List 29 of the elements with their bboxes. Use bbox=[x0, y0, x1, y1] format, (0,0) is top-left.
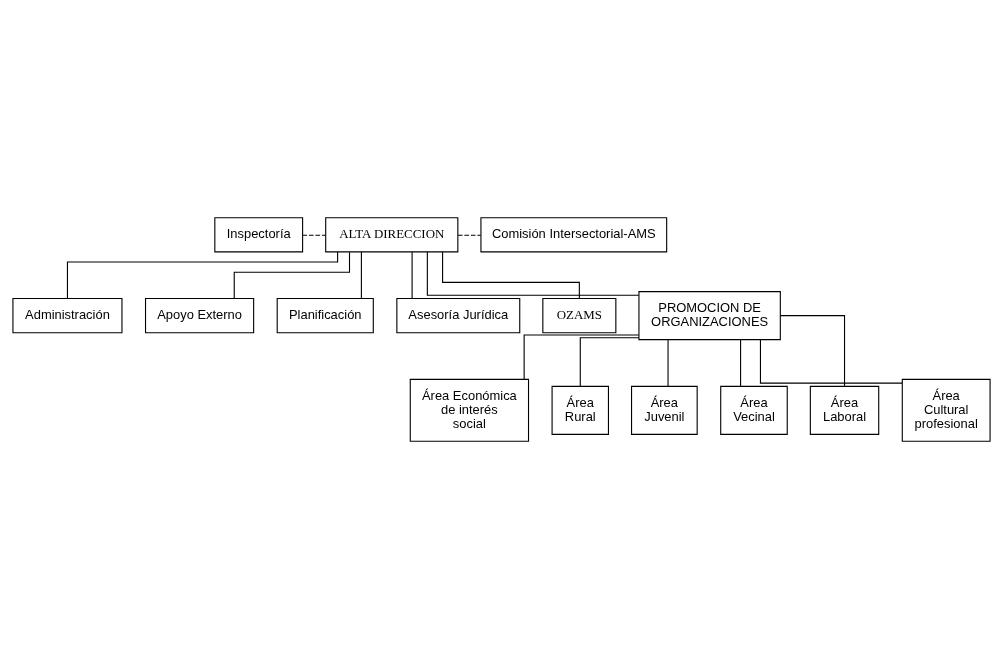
node-box: OZAMS bbox=[542, 298, 617, 334]
connector bbox=[523, 334, 640, 380]
connector bbox=[667, 339, 669, 387]
node-box: Apoyo Externo bbox=[144, 298, 255, 334]
connector bbox=[426, 251, 640, 296]
node-box: Área Económica de interés social bbox=[409, 378, 530, 442]
connector bbox=[442, 251, 580, 299]
node-box: Administración bbox=[12, 298, 123, 334]
connector bbox=[360, 251, 362, 300]
node-box: Inspectoría bbox=[214, 217, 304, 253]
node-box: Área Rural bbox=[551, 385, 609, 435]
connector bbox=[740, 339, 742, 387]
connector bbox=[579, 337, 640, 387]
connector bbox=[457, 234, 482, 236]
node-box: Área Vecinal bbox=[720, 385, 788, 435]
connector bbox=[66, 251, 339, 299]
connector bbox=[302, 234, 327, 236]
node-box: Comisión Intersectorial-AMS bbox=[480, 217, 668, 253]
connector bbox=[759, 339, 903, 384]
node-box: Área Cultural profesional bbox=[901, 378, 991, 442]
node-box: Área Juvenil bbox=[631, 385, 698, 435]
node-box: Planificación bbox=[276, 298, 374, 334]
node-box: Asesoría Jurídica bbox=[396, 298, 521, 334]
connector bbox=[411, 251, 413, 300]
connector bbox=[233, 251, 351, 300]
node-box: Área Laboral bbox=[809, 385, 880, 435]
connector bbox=[780, 315, 846, 387]
node-box: ALTA DIRECCION bbox=[325, 217, 459, 253]
node-box: PROMOCION DE ORGANIZACIONES bbox=[638, 291, 781, 341]
